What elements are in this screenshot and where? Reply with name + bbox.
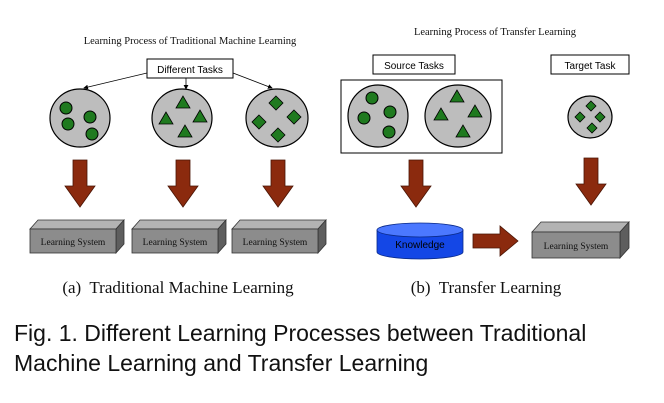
triangle-shape [449, 89, 465, 103]
learning-system-label: Learning System [544, 242, 609, 252]
right-subcaption: (b) Transfer Learning [411, 278, 562, 297]
circle-shape [59, 101, 73, 115]
circle-shape [61, 117, 75, 131]
connector-to-task-1 [83, 72, 148, 90]
triangle-shape [433, 107, 449, 121]
learning-system-box-2: Learning System [131, 218, 227, 255]
down-arrow [262, 159, 294, 208]
diamond-shape [585, 100, 597, 112]
different-tasks-label: Different Tasks [157, 65, 223, 76]
learning-system-box-1: Learning System [29, 218, 125, 255]
caption-line-2: Machine Learning and Transfer Learning [14, 350, 429, 376]
learning-system-label: Learning System [41, 238, 106, 248]
source-tasks-label: Source Tasks [384, 61, 444, 72]
figure-caption: Fig. 1. Different Learning Processes bet… [14, 318, 654, 378]
source-tasks-box [372, 54, 456, 75]
diamond-shape [286, 109, 302, 125]
knowledge-label: Knowledge [395, 240, 445, 251]
diamond-shape [574, 111, 586, 123]
diamond-shape [586, 122, 598, 134]
diamond-shape [270, 127, 286, 143]
triangle-shape [455, 124, 471, 138]
caption-line-1: Fig. 1. Different Learning Processes bet… [14, 320, 587, 346]
circle-shape [383, 105, 397, 119]
down-arrow [64, 159, 96, 208]
left-subcaption: (a) Traditional Machine Learning [62, 278, 294, 297]
down-arrow [400, 159, 432, 208]
knowledge-cylinder: Knowledge [376, 222, 464, 260]
triangle-shape [158, 111, 174, 125]
task-ellipse-circles [49, 88, 111, 148]
circle-shape [85, 127, 99, 141]
triangle-shape [175, 95, 191, 109]
triangle-shape [467, 104, 483, 118]
diamond-shape [594, 111, 606, 123]
circle-shape [357, 111, 371, 125]
connector-to-task-3 [232, 72, 273, 89]
down-arrow [575, 157, 607, 206]
learning-system-label: Learning System [243, 238, 308, 248]
right-arrow [472, 225, 519, 257]
source-ellipse-triangles [424, 84, 492, 148]
circle-shape [83, 110, 97, 124]
task-ellipse-triangles [151, 88, 213, 148]
learning-system-label: Learning System [143, 238, 208, 248]
circle-shape [365, 91, 379, 105]
target-task-label: Target Task [565, 61, 617, 72]
circle-shape [382, 125, 396, 139]
target-ellipse-diamonds [567, 95, 613, 139]
left-panel-title: Learning Process of Traditional Machine … [84, 36, 297, 47]
learning-system-box-3: Learning System [231, 218, 327, 255]
diamond-shape [268, 95, 284, 111]
triangle-shape [192, 109, 208, 123]
source-ellipse-circles [347, 84, 409, 148]
target-task-box [550, 54, 630, 75]
right-panel-title: Learning Process of Transfer Learning [414, 27, 577, 38]
task-ellipse-diamonds [245, 88, 309, 148]
down-arrow [167, 159, 199, 208]
target-learning-system-box: Learning System [531, 220, 630, 260]
diamond-shape [251, 114, 267, 130]
different-tasks-box [146, 58, 234, 79]
triangle-shape [177, 124, 193, 138]
